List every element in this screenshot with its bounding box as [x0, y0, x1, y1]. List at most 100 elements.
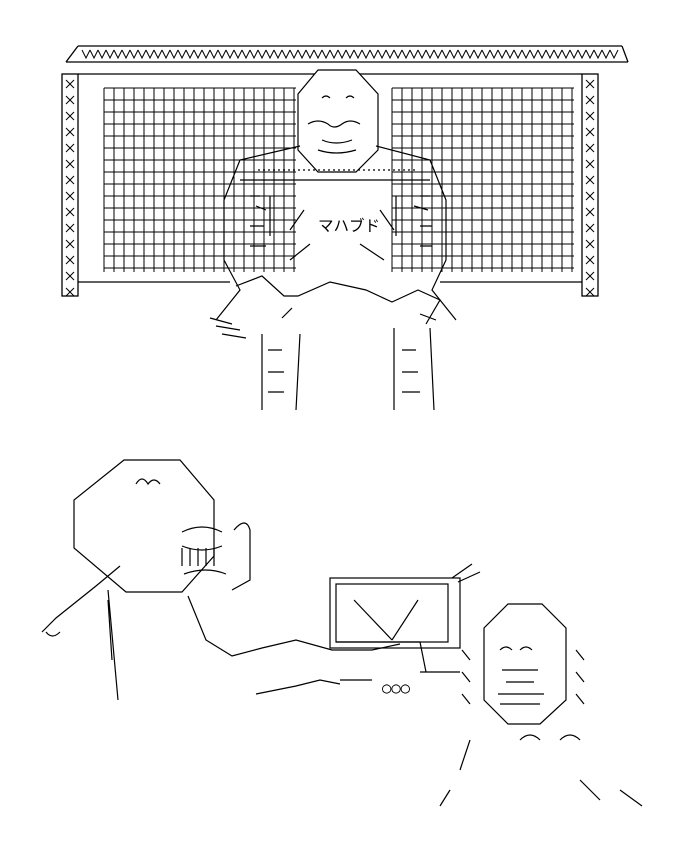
goal-label: マハブド	[318, 217, 381, 235]
net-zigzag	[449, 49, 459, 60]
net-zigzag	[505, 49, 515, 60]
net-zigzag	[257, 49, 267, 60]
net-zigzag	[457, 49, 467, 60]
net-zigzag	[353, 49, 363, 60]
net-side-mark	[585, 79, 595, 89]
net-zigzag	[361, 49, 371, 60]
net-zigzag	[561, 49, 571, 60]
net-zigzag	[137, 49, 147, 60]
net-zigzag	[385, 49, 395, 60]
net-side-mark	[65, 287, 75, 297]
net-zigzag	[289, 49, 299, 60]
net-zigzag	[217, 49, 227, 60]
net-zigzag	[201, 49, 211, 60]
net-zigzag	[553, 49, 563, 60]
net-zigzag	[601, 49, 611, 60]
net-zigzag	[569, 49, 579, 60]
net-zigzag	[233, 49, 243, 60]
net-side-mark	[585, 143, 595, 153]
goalkeeper-figure	[209, 69, 457, 411]
net-zigzag	[577, 49, 587, 60]
net-zigzag	[513, 49, 523, 60]
net-zigzag	[145, 49, 155, 60]
net-side-mark	[65, 207, 75, 217]
net-side-mark	[585, 95, 595, 105]
net-zigzag	[481, 49, 491, 60]
net-zigzag	[209, 49, 219, 60]
net-side-mark	[585, 191, 595, 201]
net-side-mark	[585, 175, 595, 185]
net-zigzag	[185, 49, 195, 60]
net-zigzag	[281, 49, 291, 60]
net-side-mark	[65, 127, 75, 137]
net-zigzag	[153, 49, 163, 60]
net-zigzag	[529, 49, 539, 60]
net-zigzag	[313, 49, 323, 60]
net-zigzag	[409, 49, 419, 60]
net-zigzag	[417, 49, 427, 60]
net-zigzag	[465, 49, 475, 60]
net-side-mark	[585, 127, 595, 137]
net-side-mark	[585, 111, 595, 121]
net-zigzag	[121, 49, 131, 60]
small-head	[483, 603, 567, 725]
net-zigzag	[401, 49, 411, 60]
goal-net-sides	[65, 79, 595, 297]
goal-frame	[61, 45, 629, 297]
net-side-mark	[65, 255, 75, 265]
net-zigzag	[297, 49, 307, 60]
net-zigzag	[97, 49, 107, 60]
net-side-mark	[65, 79, 75, 89]
net-zigzag	[177, 49, 187, 60]
big-head	[73, 459, 215, 593]
net-side-mark	[585, 223, 595, 233]
net-zigzag	[369, 49, 379, 60]
net-zigzag	[321, 49, 331, 60]
net-zigzag	[225, 49, 235, 60]
net-zigzag	[169, 49, 179, 60]
net-zigzag	[265, 49, 275, 60]
net-zigzag	[545, 49, 555, 60]
net-zigzag	[337, 49, 347, 60]
net-side-mark	[65, 223, 75, 233]
tv-frame	[329, 577, 461, 649]
net-zigzag	[193, 49, 203, 60]
net-zigzag	[393, 49, 403, 60]
net-zigzag	[345, 49, 355, 60]
net-zigzag	[305, 49, 315, 60]
net-zigzag	[585, 49, 595, 60]
net-side-mark	[585, 239, 595, 249]
net-zigzag	[105, 49, 115, 60]
net-zigzag	[441, 49, 451, 60]
net-zigzag	[129, 49, 139, 60]
net-zigzag	[161, 49, 171, 60]
net-side-mark	[585, 271, 595, 281]
net-side-mark	[65, 159, 75, 169]
net-zigzag	[113, 49, 123, 60]
net-zigzag	[377, 49, 387, 60]
net-side-mark	[65, 191, 75, 201]
net-side-mark	[585, 287, 595, 297]
net-zigzag	[473, 49, 483, 60]
net-zigzag	[425, 49, 435, 60]
goal-net-top	[81, 49, 619, 60]
net-zigzag	[489, 49, 499, 60]
goal-scene	[61, 45, 629, 411]
net-zigzag	[593, 49, 603, 60]
net-side-mark	[585, 207, 595, 217]
net-side-mark	[65, 175, 75, 185]
net-zigzag	[89, 49, 99, 60]
net-side-mark	[65, 143, 75, 153]
net-zigzag	[521, 49, 531, 60]
net-zigzag	[433, 49, 443, 60]
net-zigzag	[249, 49, 259, 60]
net-zigzag	[329, 49, 339, 60]
ellipsis-dots: ○○○	[382, 679, 410, 697]
net-side-mark	[65, 95, 75, 105]
net-side-mark	[65, 239, 75, 249]
net-side-mark	[585, 255, 595, 265]
net-zigzag	[497, 49, 507, 60]
net-zigzag	[273, 49, 283, 60]
net-zigzag	[537, 49, 547, 60]
